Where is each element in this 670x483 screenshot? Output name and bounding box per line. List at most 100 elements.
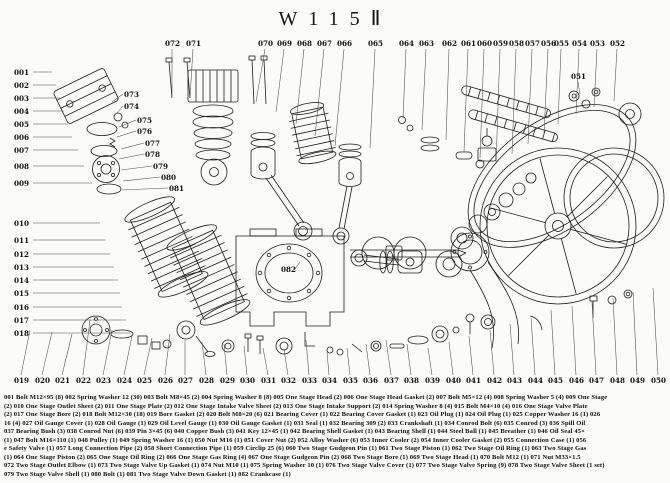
parts-list-line: (2) 017 One Stage Bore (2) 018 Bolt M12×… bbox=[4, 411, 601, 419]
callout-024: 024 bbox=[117, 376, 132, 385]
callout-071: 071 bbox=[186, 39, 201, 48]
leader-line-031 bbox=[262, 347, 269, 376]
leader-line-060 bbox=[479, 48, 485, 159]
piston-two-stage bbox=[350, 249, 423, 274]
leader-line-073 bbox=[111, 93, 124, 103]
leader-line-033 bbox=[305, 339, 310, 376]
leader-line-080 bbox=[122, 176, 161, 182]
one-stage-head bbox=[187, 69, 239, 103]
flywheel bbox=[479, 147, 637, 305]
callout-033: 033 bbox=[302, 376, 317, 385]
connection-case bbox=[477, 128, 497, 162]
leader-line-063 bbox=[421, 48, 427, 131]
callout-025: 025 bbox=[137, 376, 152, 385]
callout-026: 026 bbox=[158, 376, 173, 385]
callout-022: 022 bbox=[76, 376, 91, 385]
leader-line-074 bbox=[116, 105, 124, 114]
leader-line-068 bbox=[295, 48, 305, 125]
callout-036: 036 bbox=[363, 376, 378, 385]
diagram-title: W115Ⅱ bbox=[278, 8, 392, 30]
callout-055: 055 bbox=[554, 39, 569, 48]
callout-038: 038 bbox=[404, 376, 419, 385]
inner-cooler-2 bbox=[468, 109, 558, 143]
leader-line-028 bbox=[201, 341, 207, 376]
leader-line-032 bbox=[283, 349, 289, 376]
leader-line-078 bbox=[118, 153, 145, 160]
callout-078: 078 bbox=[145, 150, 160, 159]
bearing-seal-series bbox=[450, 172, 537, 250]
inner-cooler-1 bbox=[461, 85, 551, 119]
callout-007: 007 bbox=[14, 146, 29, 155]
callout-004: 004 bbox=[14, 107, 29, 116]
leader-line-044 bbox=[530, 317, 536, 376]
diagram-art bbox=[53, 55, 665, 357]
callout-009: 009 bbox=[14, 179, 29, 188]
callout-028: 028 bbox=[199, 376, 214, 385]
callout-070: 070 bbox=[258, 39, 273, 48]
callout-016: 016 bbox=[14, 303, 29, 312]
callout-019: 019 bbox=[14, 376, 29, 385]
two-stage-bore bbox=[289, 102, 337, 165]
leader-line-042 bbox=[489, 329, 495, 376]
leader-line-056 bbox=[543, 48, 549, 135]
callout-065: 065 bbox=[368, 39, 383, 48]
callout-043: 043 bbox=[507, 376, 522, 385]
callout-040: 040 bbox=[446, 376, 461, 385]
callout-073: 073 bbox=[124, 90, 139, 99]
parts-list-line: (2) 010 One Stage Outlet Sheet (2) 011 O… bbox=[4, 402, 588, 410]
leader-line-066 bbox=[334, 48, 345, 147]
leader-line-048 bbox=[612, 297, 618, 376]
leader-line-043 bbox=[509, 323, 515, 376]
leader-line-026 bbox=[164, 333, 171, 376]
leader-line-022 bbox=[82, 319, 91, 376]
leader-line-023 bbox=[102, 329, 113, 376]
callout-013: 013 bbox=[14, 263, 29, 272]
callout-008: 008 bbox=[14, 162, 29, 171]
callout-062: 062 bbox=[442, 39, 457, 48]
callout-034: 034 bbox=[322, 376, 337, 385]
leader-line-041 bbox=[468, 335, 474, 376]
parts-list-line: 16 (4) 027 Oil Gauge Cover (1) 028 Oil G… bbox=[4, 419, 586, 427]
leader-line-065 bbox=[369, 48, 376, 149]
leader-line-055 bbox=[557, 48, 562, 125]
callout-081: 081 bbox=[169, 184, 184, 193]
leader-line-049 bbox=[632, 291, 638, 376]
callout-077: 077 bbox=[145, 139, 160, 148]
leader-line-067 bbox=[314, 48, 325, 137]
leader-line-047 bbox=[591, 301, 597, 376]
parts-list-line: e Safety Valve (1) 057 Long Connection P… bbox=[4, 445, 587, 453]
leader-line-079 bbox=[120, 165, 153, 171]
one-stage-bore-2 bbox=[166, 224, 251, 326]
callout-075: 075 bbox=[137, 116, 152, 125]
callout-079: 079 bbox=[153, 162, 168, 171]
callout-027: 027 bbox=[178, 376, 193, 385]
parts-list: 001 Bolt M12×95 (8) 002 Spring Washer 12… bbox=[4, 394, 667, 479]
leader-line-054 bbox=[575, 48, 580, 115]
callout-041: 041 bbox=[466, 376, 481, 385]
leader-line-046 bbox=[571, 305, 577, 376]
leader-line-040 bbox=[448, 341, 454, 376]
callout-006: 006 bbox=[14, 133, 29, 142]
leader-line-030 bbox=[243, 345, 248, 376]
callout-051: 051 bbox=[571, 72, 586, 81]
bearing-cover-discs bbox=[435, 232, 490, 278]
outlet-elbow-bolts bbox=[165, 57, 191, 99]
parts-list-line: (1) 064 One Stage Piston (2) 065 One Sta… bbox=[4, 453, 581, 461]
one-stage-valve-plates bbox=[192, 104, 234, 186]
leader-line-059 bbox=[495, 48, 501, 165]
callout-015: 015 bbox=[14, 289, 29, 298]
leader-line-057 bbox=[527, 48, 533, 145]
leader-line-053 bbox=[593, 48, 598, 108]
leader-line-045 bbox=[550, 309, 556, 376]
leader-line-061 bbox=[463, 48, 469, 153]
leader-line-035 bbox=[346, 347, 351, 376]
crankshaft bbox=[350, 236, 467, 270]
callout-031: 031 bbox=[261, 376, 276, 385]
leader-line-071 bbox=[189, 48, 194, 99]
leader-line-082 bbox=[294, 261, 301, 270]
callout-069: 069 bbox=[277, 39, 292, 48]
parts-list-line: 072 Two Stage Outlet Elbow (1) 073 Two S… bbox=[4, 462, 605, 470]
callout-018: 018 bbox=[14, 329, 29, 338]
